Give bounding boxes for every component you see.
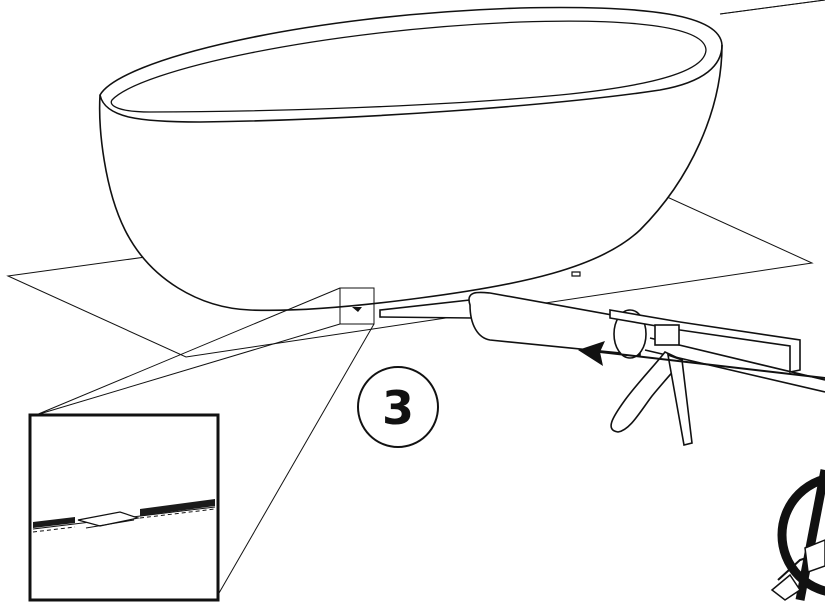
no-symbol-icon — [770, 469, 825, 601]
detail-focus-box — [35, 287, 375, 601]
step-badge: 3 — [357, 366, 439, 448]
sealant-bead-left — [33, 517, 75, 528]
caulking-gun-icon — [379, 291, 825, 446]
floor-plane — [6, 0, 825, 358]
sealant-bead-right — [140, 499, 215, 516]
bathtub-icon — [98, 6, 723, 312]
arrow-left-icon — [578, 341, 825, 379]
step-number: 3 — [382, 381, 414, 435]
magnifier-detail-icon — [28, 413, 220, 602]
